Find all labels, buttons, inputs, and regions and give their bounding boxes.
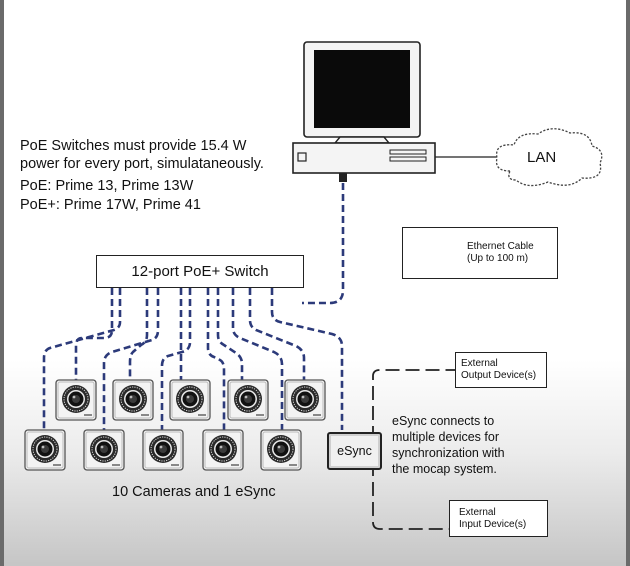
input-device-box: External Input Device(s) — [449, 500, 548, 537]
monitor-screen — [314, 50, 410, 128]
camera-icon — [169, 379, 211, 421]
camera-icon — [227, 379, 269, 421]
esync-desc-line-4: the mocap system. — [392, 462, 497, 476]
sync-cables — [372, 369, 456, 530]
esync-device: eSync — [327, 432, 382, 470]
cable-switch-esync — [270, 288, 344, 430]
switch-label: 12-port PoE+ Switch — [131, 263, 269, 280]
camera-icon — [284, 379, 326, 421]
output-device-box: External Output Device(s) — [455, 352, 547, 388]
cable-cam-back-5 — [248, 288, 306, 380]
poe-switch: 12-port PoE+ Switch — [96, 255, 304, 288]
cable-computer-switch — [302, 183, 345, 305]
legend-line-2: (Up to 100 m) — [467, 253, 529, 264]
esync-desc-line-2: multiple devices for — [392, 430, 499, 444]
esync-desc-line-3: synchronization with — [392, 446, 505, 460]
legend-box: Ethernet Cable (Up to 100 m) — [402, 227, 558, 279]
computer — [292, 41, 436, 182]
note-line-4: PoE+: Prime 17W, Prime 41 — [20, 197, 201, 213]
drive-slot-1 — [389, 149, 427, 155]
legend-line-1: Ethernet Cable — [467, 241, 534, 252]
esync-label: eSync — [337, 443, 372, 458]
cable-cam-back-4 — [216, 288, 244, 380]
ethernet-cables — [42, 183, 345, 430]
camera-icon — [142, 429, 184, 471]
esync-desc-line-1: eSync connects to — [392, 414, 495, 428]
note-line-3: PoE: Prime 13, Prime 13W — [20, 178, 194, 194]
cable-cam-front-2 — [102, 288, 160, 430]
cable-cam-front-1 — [42, 288, 122, 430]
network-port — [339, 173, 347, 182]
input-device-line-2: Input Device(s) — [459, 518, 527, 530]
note-line-1: PoE Switches must provide 15.4 W — [20, 138, 247, 154]
camera-icon — [55, 379, 97, 421]
computer-case — [292, 142, 436, 174]
right-edge-bar — [626, 0, 630, 566]
camera-icon — [202, 429, 244, 471]
cable-cam-front-3 — [160, 288, 192, 430]
camera-icon — [112, 379, 154, 421]
output-device-line-1: External — [461, 358, 498, 369]
camera-icon — [260, 429, 302, 471]
power-button — [297, 152, 307, 162]
drive-slot-2 — [389, 156, 427, 162]
lan-cloud — [495, 128, 603, 187]
cable-cam-back-1 — [74, 288, 114, 380]
input-device-line-1: External — [459, 506, 496, 518]
output-device-line-2: Output Device(s) — [461, 370, 537, 381]
camera-icon — [24, 429, 66, 471]
lan-label: LAN — [527, 149, 557, 166]
camera-group — [24, 379, 326, 471]
cable-esync-input — [372, 462, 450, 530]
note-line-2: power for every port, simulataneously. — [20, 156, 264, 172]
monitor-stand — [333, 136, 391, 144]
cable-cam-back-2 — [128, 288, 149, 380]
left-edge-bar — [0, 0, 4, 566]
cable-cam-front-5 — [231, 288, 284, 430]
camera-icon — [83, 429, 125, 471]
cameras-caption: 10 Cameras and 1 eSync — [112, 484, 276, 500]
cable-esync-output — [372, 369, 456, 440]
